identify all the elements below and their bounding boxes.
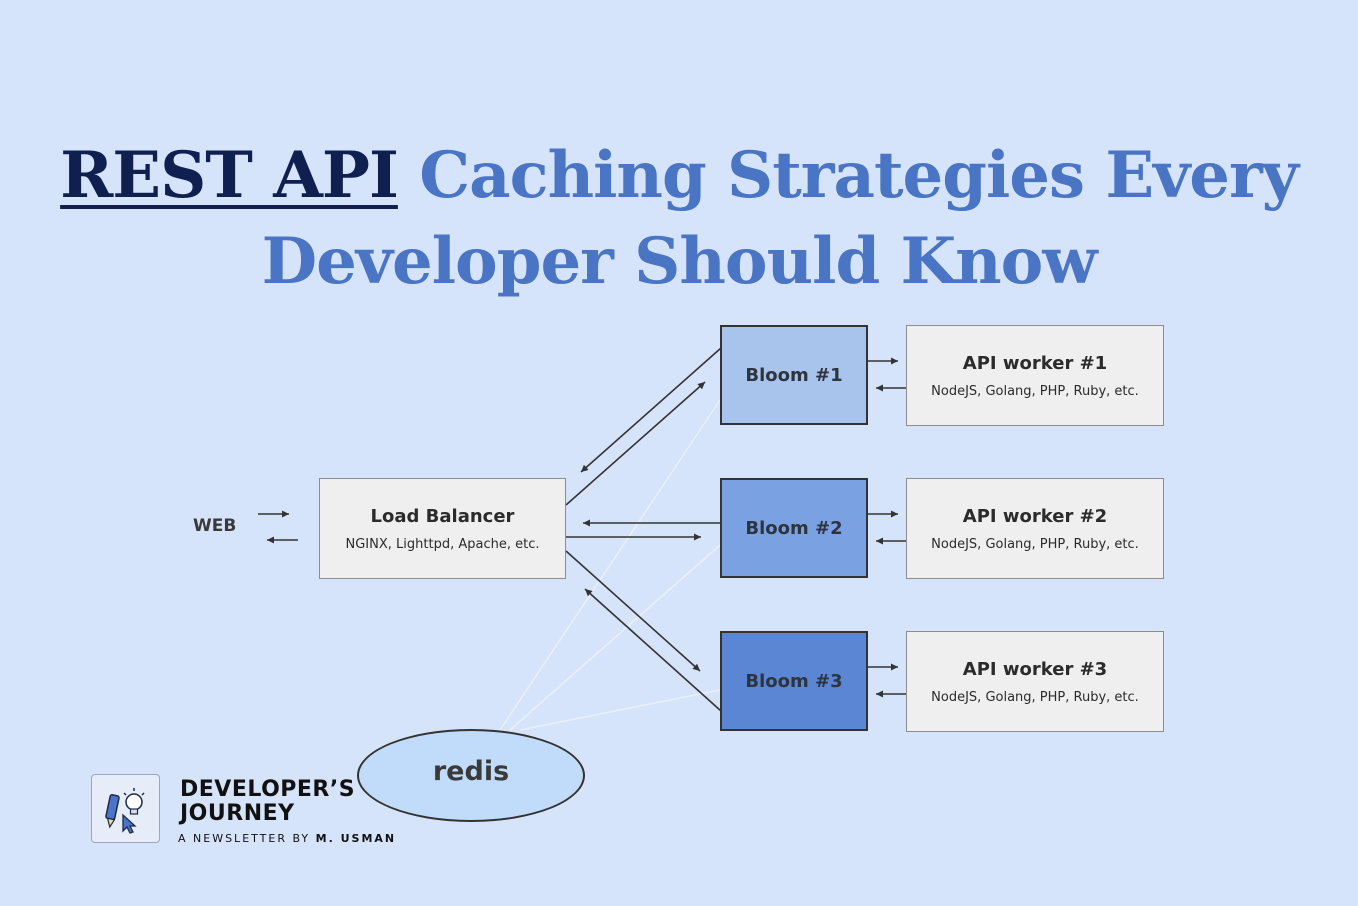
lb-to-bloom3-arrow: [565, 550, 701, 672]
bloom-2-label: Bloom #2: [745, 517, 843, 539]
title-highlight: REST API: [60, 138, 399, 213]
brand-tagline: A NEWSLETTER BY M. USMAN: [178, 832, 396, 845]
lb-to-bloom1-arrow: [565, 381, 706, 506]
redis-link-3: [519, 689, 721, 731]
tagline-prefix: A NEWSLETTER BY: [178, 832, 316, 845]
web-label: WEB: [193, 516, 237, 536]
load-balancer-name: Load Balancer: [370, 505, 515, 527]
title-line-2: Developer Should Know: [261, 224, 1098, 299]
pencil-icon: [105, 794, 120, 829]
api-worker-2-sub: NodeJS, Golang, PHP, Ruby, etc.: [931, 536, 1139, 552]
bloom-3-box: Bloom #3: [720, 631, 868, 731]
bloom-2-box: Bloom #2: [720, 478, 868, 578]
api-worker-1-name: API worker #1: [962, 352, 1108, 374]
bloom3-to-lb-arrow: [584, 588, 722, 712]
load-balancer-box: Load Balancer NGINX, Lighttpd, Apache, e…: [319, 478, 566, 579]
bloom-3-label: Bloom #3: [745, 670, 843, 692]
title-line-1: REST API Caching Strategies Every: [0, 133, 1358, 219]
api-worker-3-box: API worker #3 NodeJS, Golang, PHP, Ruby,…: [906, 631, 1164, 732]
api-worker-3-sub: NodeJS, Golang, PHP, Ruby, etc.: [931, 689, 1139, 705]
bloom1-to-lb-arrow: [580, 347, 722, 473]
redis-label: redis: [432, 756, 510, 787]
newsletter-brand: DEVELOPER’S JOURNEY A NEWSLETTER BY M. U…: [178, 777, 394, 846]
api-worker-2-name: API worker #2: [962, 505, 1108, 527]
redis-connections: [499, 399, 721, 731]
load-balancer-sub: NGINX, Lighttpd, Apache, etc.: [345, 536, 540, 552]
brand-line-1: DEVELOPER’S: [180, 777, 356, 802]
newsletter-logo: [91, 774, 160, 843]
title-line-1-rest: Caching Strategies Every: [397, 138, 1299, 213]
api-worker-2-box: API worker #2 NodeJS, Golang, PHP, Ruby,…: [906, 478, 1164, 579]
cursor-icon: [122, 813, 137, 834]
bloom-1-label: Bloom #1: [745, 364, 843, 386]
logo-icons: [105, 788, 145, 834]
redis-link-1: [499, 399, 721, 731]
redis-node: redis: [357, 729, 585, 822]
brand-line-2: JOURNEY: [180, 801, 295, 826]
bloom-1-box: Bloom #1: [720, 325, 868, 425]
tagline-author: M. USMAN: [315, 832, 397, 845]
redis-link-2: [509, 544, 721, 731]
api-worker-3-name: API worker #3: [962, 658, 1108, 680]
lightbulb-icon: [123, 788, 145, 815]
api-worker-1-sub: NodeJS, Golang, PHP, Ruby, etc.: [931, 383, 1139, 399]
api-worker-1-box: API worker #1 NodeJS, Golang, PHP, Ruby,…: [906, 325, 1164, 426]
